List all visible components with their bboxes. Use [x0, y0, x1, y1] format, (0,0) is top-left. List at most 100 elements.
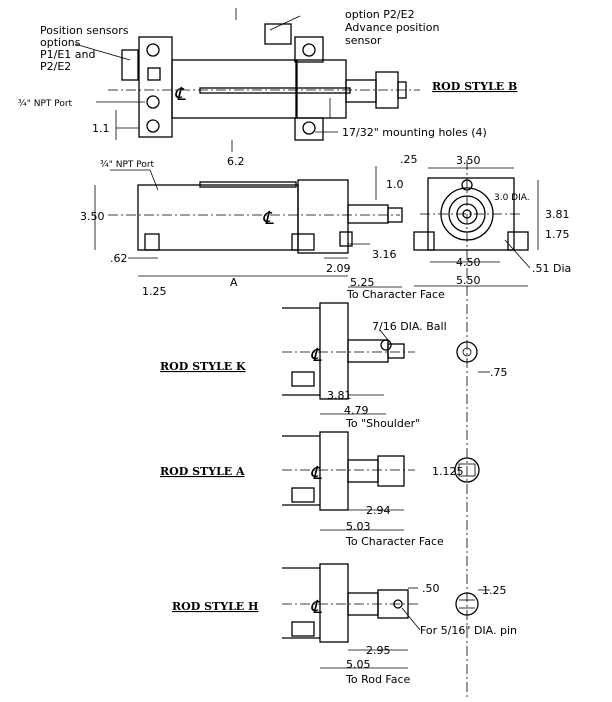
- top-hole-4: [302, 121, 316, 135]
- k-rod-tip: [387, 343, 405, 359]
- dim-k-75: .75: [490, 366, 508, 379]
- a-foot: [291, 487, 315, 503]
- rod-style-a-label: ROD STYLE A: [160, 465, 245, 478]
- dim-k-note: To "Shoulder": [345, 417, 420, 430]
- k-end-inner: [462, 347, 472, 357]
- top-view: ℄: [74, 8, 420, 152]
- pin-leader: [401, 607, 421, 631]
- rod-style-k-view: ℄: [282, 302, 490, 415]
- top-left-block: [138, 36, 173, 138]
- h-centerline-symbol: ℄: [310, 597, 322, 618]
- npt-port-top-label: ¾" NPT Port: [18, 99, 73, 109]
- top-hole-2: [146, 119, 160, 133]
- rod-style-b-label: ROD STYLE B: [432, 80, 517, 93]
- ball-callout: 7/16 DIA. Ball: [372, 320, 447, 333]
- dim-side-62: .62: [110, 252, 128, 265]
- side-centerline-symbol: ℄: [262, 208, 274, 229]
- h-head: [319, 563, 349, 643]
- a-end-hex: [458, 463, 476, 477]
- k-ball-leader: [379, 329, 389, 341]
- a-centerline-symbol: ℄: [310, 463, 322, 484]
- dim-end-3-50: 3.50: [456, 154, 481, 167]
- top-body: [171, 59, 298, 119]
- rod-style-k-label: ROD STYLE K: [160, 360, 246, 373]
- side-slot: [199, 181, 297, 188]
- k-ball: [380, 339, 392, 351]
- dim-end-5-50: 5.50: [456, 274, 481, 287]
- dim-k-4-79: 4.79: [344, 404, 369, 417]
- advance-leader: [269, 15, 301, 31]
- k-head: [319, 302, 349, 400]
- dim-end-3-0-dia: 3.0 DIA.: [494, 193, 530, 203]
- dim-side-1-25: 1.25: [142, 285, 167, 298]
- top-right-block: [295, 59, 347, 119]
- k-foot: [291, 371, 315, 387]
- rod-style-h-label: ROD STYLE H: [172, 600, 258, 613]
- dim-side-A: A: [230, 276, 238, 289]
- dim-side-5-25-note: To Character Face: [346, 288, 445, 301]
- dim-side-25: .25: [400, 153, 418, 166]
- dim-side-3-16: 3.16: [372, 248, 397, 261]
- sensor-callout-line-2: options: [40, 36, 81, 49]
- top-right-lug-bottom: [294, 117, 324, 141]
- sensor-callout: Position sensors options P1/E1 and P2/E2: [40, 24, 132, 73]
- dim-k-3-81: 3.81: [327, 389, 352, 402]
- top-npt-port-circle: [146, 95, 160, 109]
- top-sensor-box: [147, 67, 161, 81]
- k-rod: [347, 339, 389, 363]
- a-rod: [347, 459, 379, 483]
- dim-side-2-09: 2.09: [326, 262, 351, 275]
- top-sensor-advance: [264, 23, 292, 45]
- dim-a-5-03: 5.03: [346, 520, 371, 533]
- sensor-callout-line-1: Position sensors: [40, 24, 129, 37]
- sensor-leader: [74, 43, 131, 61]
- dim-h-1-25: 1.25: [482, 584, 507, 597]
- dim-a-1-125: 1.125: [432, 465, 464, 478]
- dim-h-note: To Rod Face: [345, 673, 411, 686]
- advance-callout-line-2: Advance position: [345, 21, 439, 34]
- sensor-callout-line-3: P1/E1 and: [40, 48, 95, 61]
- mounting-holes-label: 17/32" mounting holes (4): [342, 126, 487, 139]
- dim-h-2-95: 2.95: [366, 644, 391, 657]
- top-rod-slot: [199, 87, 351, 94]
- dim-a-2-94: 2.94: [366, 504, 391, 517]
- end-view: [413, 160, 539, 700]
- dim-h-50: .50: [422, 582, 440, 595]
- top-sensor-left: [121, 49, 139, 81]
- npt-port-side-label: ¾" NPT Port: [100, 160, 155, 170]
- rod-style-a-view: ℄: [282, 431, 480, 531]
- dim-top-1-1: 1.1: [92, 122, 110, 135]
- end-foot-left: [413, 231, 435, 251]
- side-body: [137, 184, 299, 251]
- dim-top-6-2: 6.2: [227, 155, 245, 168]
- dim-side-5-25: 5.25: [350, 276, 375, 289]
- a-head: [319, 431, 349, 511]
- dim-a-note: To Character Face: [345, 535, 444, 548]
- dim-end-4-50: 4.50: [456, 256, 481, 269]
- top-hole-3: [302, 43, 316, 57]
- k-centerline-symbol: ℄: [310, 345, 322, 366]
- side-rod: [347, 204, 389, 224]
- pin-callout: For 5/16" DIA. pin: [420, 624, 517, 637]
- k-end-circle: [456, 341, 478, 363]
- top-right-lug-top: [294, 36, 324, 63]
- dim-end-1-75: 1.75: [545, 228, 570, 241]
- dim-h-5-05: 5.05: [346, 658, 371, 671]
- end-51-leader: [504, 239, 531, 269]
- sensor-callout-line-4: P2/E2: [40, 60, 71, 73]
- top-hole-1: [146, 43, 160, 57]
- npt-side-leader-2: [149, 169, 159, 191]
- advance-callout-line-1: option P2/E2: [345, 8, 415, 21]
- h-end-circle: [455, 592, 479, 616]
- dim-side-3-50: 3.50: [80, 210, 105, 223]
- dim-end-51-dia: .51 Dia: [532, 262, 571, 275]
- side-foot-right: [291, 233, 315, 251]
- side-small-block: [339, 231, 353, 247]
- top-centerline-symbol: ℄: [174, 84, 186, 105]
- dim-side-1-0: 1.0: [386, 178, 404, 191]
- rod-style-h-view: ℄: [282, 563, 490, 669]
- advance-callout-line-3: sensor: [345, 34, 382, 47]
- a-end-circle: [454, 457, 480, 483]
